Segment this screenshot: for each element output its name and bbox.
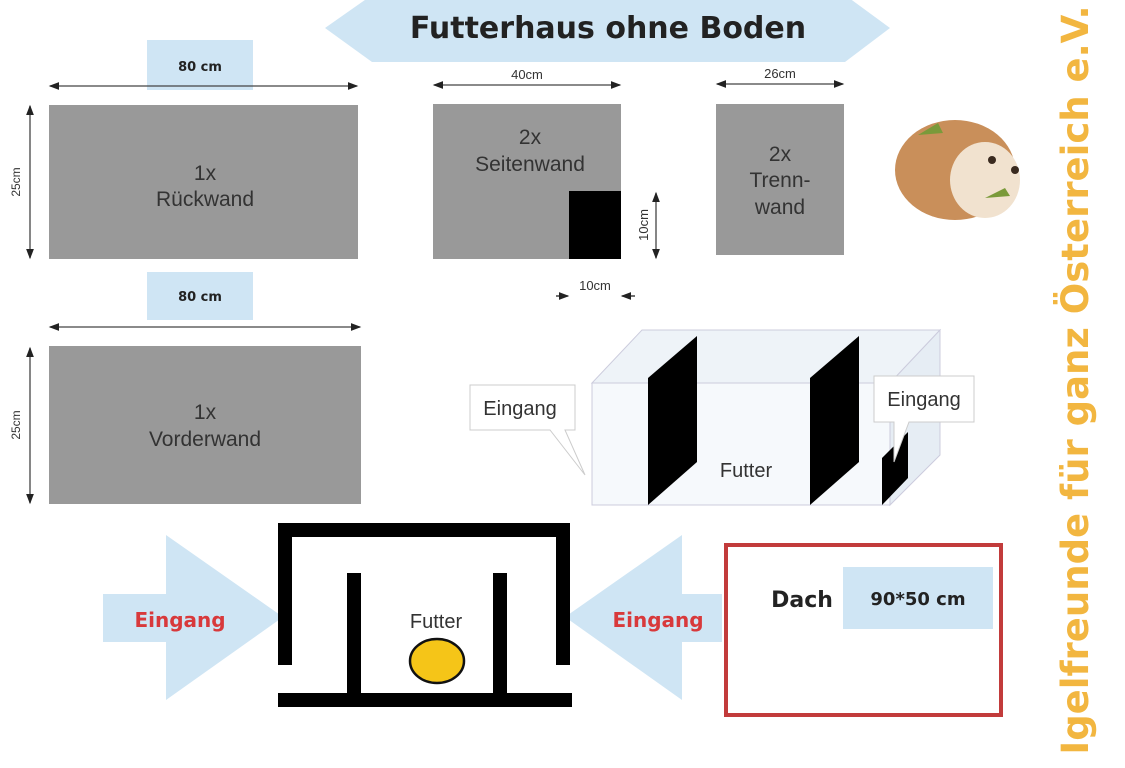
roof-label: Dach [771,588,833,613]
food-bowl [408,637,466,685]
height-label: 25cm [9,410,23,439]
entrance-arrow-right-label: Eingang [612,608,703,632]
count-label: 1x [194,162,217,185]
width-label: 26cm [764,66,796,81]
page-title: Futterhaus ohne Boden [410,11,806,46]
panel-vorderwand: 80 cm 1x Vorderwand 25cm [9,272,362,505]
count-label: 1x [194,401,217,424]
height-label: 25cm [9,167,23,196]
panel-name: Vorderwand [149,428,261,451]
floor-plan: Eingang Eingang Futter [103,523,722,707]
width-label: 80 cm [178,290,222,305]
panel-rueckwand: 80 cm 1x Rückwand 25cm [9,40,359,260]
box-3d-view: Futter Eingang Eingang [469,328,975,507]
opening-height-label: 10cm [636,209,651,241]
entrance-callout-left: Eingang [483,398,556,420]
roof-size-label: 90*50 cm [870,589,965,610]
panel-name: Rückwand [156,188,254,211]
hedgehog-illustration [895,120,1020,220]
opening-width-label: 10cm [579,278,611,293]
panel-name: Seitenwand [475,153,585,176]
width-label: 80 cm [178,60,222,75]
food-label: Futter [720,460,773,482]
title-banner: Futterhaus ohne Boden [325,0,890,62]
food-label: Futter [410,611,463,633]
count-label: 2x [519,126,542,149]
roof-panel: Dach 90*50 cm [724,543,1003,717]
panel-name: Trenn- [749,169,810,192]
entrance-callout-right: Eingang [887,389,960,411]
entrance-cutout [569,191,621,259]
panel-name: wand [754,196,805,219]
panel-seitenwand: 40cm 2x Seitenwand 10cm 10cm [432,67,660,300]
panel-trennwand: 26cm 2x Trenn- wand [715,66,845,255]
count-label: 2x [769,143,792,166]
width-label: 40cm [511,67,543,82]
organization-name: Igelfreunde für ganz Österreich e.V. [1053,5,1097,754]
entrance-arrow-left-label: Eingang [134,608,225,632]
